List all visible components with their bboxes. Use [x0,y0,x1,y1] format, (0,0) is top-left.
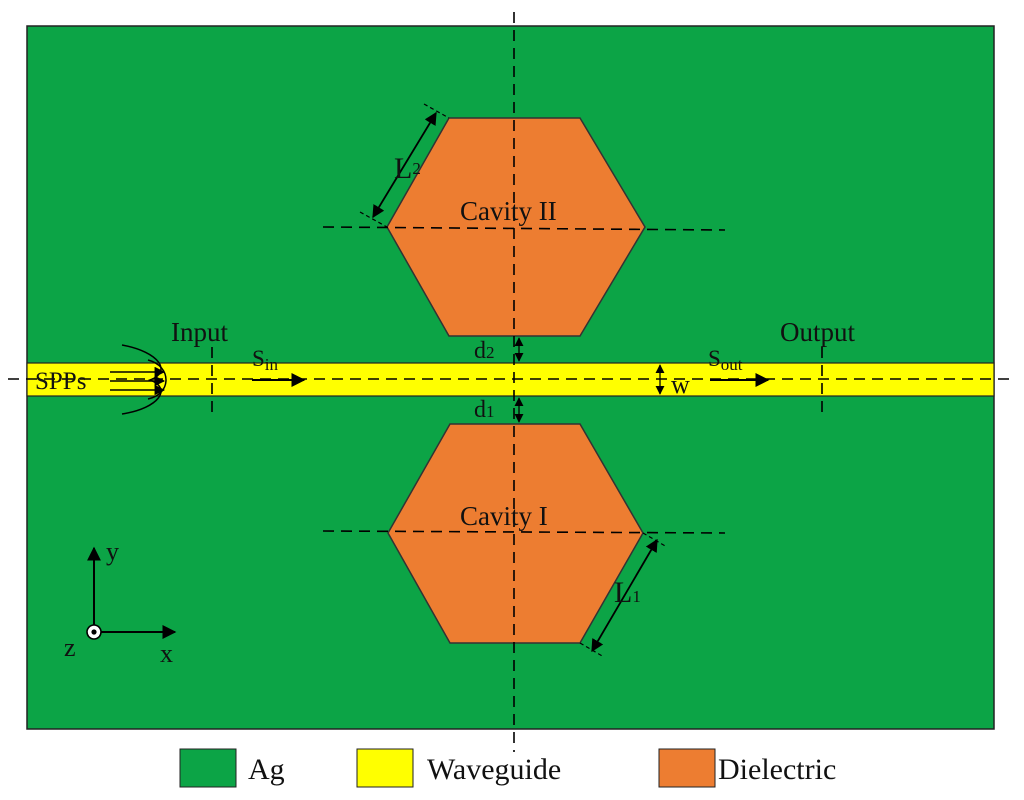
cavity-2-center-line [322,226,726,231]
cavity-1-label: Cavity I [460,501,548,531]
l2-subscript: 2 [412,159,421,178]
l1-tick-top [642,532,668,548]
d1-label: d [474,397,486,423]
cavity-1-center-line [322,530,726,534]
spps-source-arrows [110,344,167,415]
legend-swatch-ag [179,748,237,788]
legend-label-ag: Ag [248,753,285,786]
s-out-subscript: out [721,355,743,374]
cavity-2-label: Cavity II [460,196,557,226]
l2-tick-top [423,103,450,119]
d2-label: d [474,338,486,364]
s-out-label: S [708,346,721,371]
l2-tick-bottom [359,211,388,228]
legend-swatch-waveguide [356,748,414,788]
svg-text:Sout: Sout [708,346,743,374]
l2-dimension-arrow [372,111,437,219]
legend: Ag Waveguide Dielectric [179,748,836,788]
z-axis-label: z [64,633,76,662]
l1-subscript: 1 [632,587,641,606]
l2-label: L [394,152,412,185]
d2-subscript: 2 [486,343,495,362]
s-in-subscript: in [265,355,279,374]
legend-swatch-dielectric [658,748,716,788]
z-axis-dot [91,629,97,635]
l1-label: L [614,576,632,609]
svg-text:d2: d2 [474,338,495,364]
svg-text:d1: d1 [474,397,495,423]
svg-text:L2: L2 [394,152,421,185]
svg-text:Sin: Sin [252,346,279,374]
w-label: w [671,370,690,399]
legend-label-dielectric: Dielectric [718,753,836,786]
y-axis-label: y [106,537,119,566]
svg-text:L1: L1 [614,576,641,609]
output-label: Output [780,317,856,347]
l1-dimension-arrow [591,538,658,653]
input-label: Input [171,317,228,347]
spps-label: SPPs [35,368,86,395]
l1-tick-bottom [579,642,605,658]
s-in-label: S [252,346,265,371]
x-axis-label: x [160,639,173,668]
d1-subscript: 1 [486,402,495,421]
legend-label-waveguide: Waveguide [427,753,561,786]
